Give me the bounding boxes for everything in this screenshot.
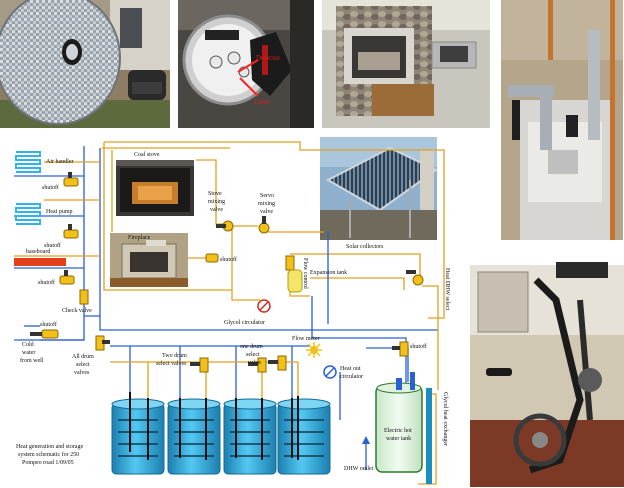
storage-drum-1 <box>112 392 164 474</box>
air-handler-coil <box>16 152 40 172</box>
shutoff-cold-label: shutoff <box>40 321 57 328</box>
storage-drum-2 <box>168 398 220 474</box>
heat-out-label-2: circulator <box>340 374 363 380</box>
servo-valve-label-2: mixing <box>258 201 275 207</box>
check-valve <box>80 290 88 304</box>
cold-water-label-3: from well <box>20 357 44 364</box>
photo-fireplace-small <box>110 233 188 287</box>
heat-out-circulator <box>324 366 336 378</box>
dhw-outlet-arrow <box>362 436 370 470</box>
air-handler-label: Air handler <box>46 159 74 165</box>
flow-control-label: Flow control <box>302 258 308 289</box>
coal-stove-label: Coal stove <box>134 152 160 158</box>
storage-drum-4 <box>278 396 330 474</box>
baseboard-label: baseboard <box>26 249 50 255</box>
caption-line-3: Pompeo road 1/09/05 <box>22 460 74 466</box>
photo-stone-fireplace <box>322 0 490 128</box>
shutoff-valve-baseboard <box>60 270 74 284</box>
check-valve-label: Check valve <box>62 308 92 314</box>
storage-drum-3 <box>224 398 276 474</box>
electric-tank-label-1: Electric hot <box>384 428 412 434</box>
electric-tank-label-2: water tank <box>386 436 411 442</box>
caption-line-1: Heat generation and storage <box>16 444 83 450</box>
flow-meter-label: Flow meter <box>292 336 320 342</box>
shutoff-bb-label: shutoff <box>38 279 55 286</box>
photo-coal-stove <box>116 160 194 216</box>
photo-bicycle-generator <box>470 262 624 487</box>
two-drum-select-valve-1 <box>190 358 208 372</box>
stove-valve-label-2: mixing <box>208 199 225 205</box>
shutoff-valve-air <box>64 172 78 186</box>
heat-out-label-1: Heat out <box>340 366 361 372</box>
shutoff-valve-fireplace <box>206 254 218 262</box>
two-drum-label-1: Two drum <box>162 353 187 359</box>
heat-pump-coil <box>16 204 40 224</box>
solar-collectors-label: Solar collectors <box>346 244 384 250</box>
photo-solar-dish <box>0 0 170 128</box>
flow-meter-icon <box>306 342 322 358</box>
dhw-outlet-label: DHW outlet <box>344 466 374 472</box>
electric-hot-water-tank <box>376 372 422 472</box>
servo-valve-label-3: valve <box>260 209 273 215</box>
stove-valve-label-1: Stove <box>208 191 222 197</box>
shutoff-valve-tank <box>392 342 408 356</box>
shutoff-hp-label: shutoff <box>44 242 61 249</box>
one-drum-label-2: select <box>246 352 260 358</box>
two-drum-label-2: select valves <box>156 361 187 367</box>
photo-water-meter: Detector Laser <box>178 0 314 128</box>
flow-control-valve <box>286 256 294 270</box>
photo-solar-collectors <box>320 137 437 240</box>
servo-mixing-valve <box>259 216 269 233</box>
fireplace-label: Fireplace <box>128 235 151 241</box>
shutoff-valve-cold <box>30 330 58 338</box>
stove-mixing-valve <box>216 221 233 231</box>
glycol-circulator <box>258 300 270 312</box>
meter-detector-label: Detector <box>256 54 281 62</box>
glycol-circulator-label: Glycol circulator <box>224 320 265 326</box>
all-drum-label-2: select <box>76 362 90 368</box>
shutoff-tank-label: shutoff <box>410 343 427 350</box>
glycol-heat-exchanger <box>426 388 432 484</box>
shutoff-air-label: shutoff <box>42 184 59 191</box>
stove-valve-label-3: valve <box>210 207 223 213</box>
all-drum-label-3: valves <box>74 370 90 376</box>
servo-valve-label-1: Servo <box>260 193 274 199</box>
heat-dhw-select-label: Heat DHW select <box>444 268 450 311</box>
glycol-heat-exchanger-label: Glycol heat exchanger <box>442 392 448 446</box>
one-drum-select-valve <box>268 356 286 370</box>
all-drum-label-1: All drum <box>72 354 94 360</box>
photo-water-heater-plumbing <box>501 0 623 240</box>
baseboard-heater <box>14 258 66 266</box>
heat-pump-label: Heat pump <box>46 209 73 215</box>
all-drum-select-valve <box>96 336 110 350</box>
cold-water-label-1: Cold <box>22 342 34 348</box>
shutoff-valve-heat-pump <box>64 224 78 238</box>
meter-laser-label: Laser <box>254 98 270 106</box>
one-drum-label-1: one drum <box>240 344 263 350</box>
expansion-tank-label: Expansion tank <box>310 270 347 276</box>
caption-line-2: system schematic for 250 <box>18 451 79 458</box>
cold-water-label-2: water <box>22 350 35 356</box>
expansion-tank <box>288 270 302 292</box>
shutoff-fp-label: shutoff <box>220 256 237 263</box>
one-drum-label-3: valve <box>248 360 261 366</box>
